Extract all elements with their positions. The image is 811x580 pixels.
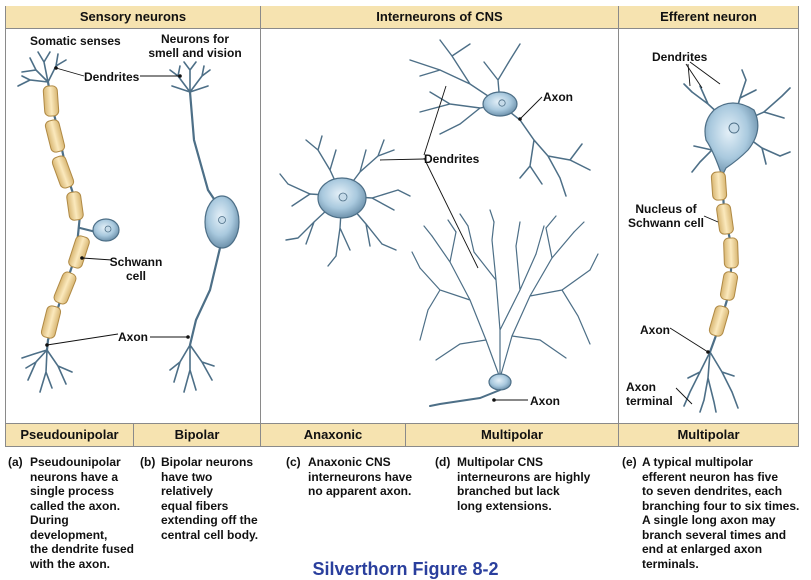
caption-e-text: A typical multipolar efferent neuron has… (642, 455, 800, 571)
footer-pseudounipolar: Pseudounipolar (6, 424, 133, 446)
label-nucleus-schwann-cell: Nucleus of Schwann cell (627, 202, 705, 230)
pseudounipolar-myelin (40, 85, 90, 339)
efferent-soma (704, 102, 759, 178)
label-axon-cns-upper: Axon (543, 90, 573, 104)
purkinje-soma (488, 373, 512, 391)
label-dendrites-sensory: Dendrites (84, 70, 140, 84)
caption-a-text: Pseudounipolar neurons have a single pro… (30, 455, 135, 571)
bipolar-lower-fiber (188, 246, 222, 347)
label-somatic-senses: Somatic senses (30, 34, 121, 48)
label-leader-lines (46, 61, 721, 405)
figure-credit: Silverthorn Figure 8-2 (312, 559, 499, 579)
efferent-myelin (708, 171, 739, 337)
caption-d-letter: (d) (435, 455, 451, 469)
header-bottom-rule (5, 28, 799, 29)
footer-anaxonic: Anaxonic (261, 424, 405, 446)
label-neurons-smell-vision: Neurons for smell and vision (148, 32, 242, 60)
footer-multipolar-cns: Multipolar (406, 424, 618, 446)
caption-d-text: Multipolar CNS interneurons are highly b… (457, 455, 591, 513)
efferent-neuron (683, 69, 791, 413)
label-schwann-cell: Schwann cell (109, 255, 163, 283)
multipolar-cns-upper-axon (499, 103, 591, 197)
label-axon-cns-lower: Axon (530, 394, 560, 408)
footer-multipolar-efferent: Multipolar (619, 424, 798, 446)
footer-top-rule (5, 423, 799, 424)
bipolar-dendrites (169, 61, 211, 93)
efferent-axon-terminals (683, 351, 739, 413)
purkinje-axon (429, 389, 501, 407)
label-axon-efferent: Axon (640, 323, 670, 337)
label-axon-terminal: Axon terminal (626, 380, 673, 408)
bipolar-upper-fiber (188, 90, 220, 207)
multipolar-cns-purkinje-neuron (411, 209, 599, 407)
divider-pseudo-bipolar (133, 424, 134, 447)
pseudounipolar-neuron (17, 51, 120, 393)
caption-b-text: Bipolar neurons have two relatively equa… (161, 455, 259, 542)
caption-b-letter: (b) (140, 455, 156, 469)
header-sensory-neurons: Sensory neurons (6, 6, 260, 28)
label-anchor-dots (45, 66, 710, 402)
multipolar-cns-upper-dendrites (409, 39, 521, 135)
bipolar-axon-terminals (169, 344, 215, 393)
multipolar-cns-upper-neuron (409, 39, 591, 197)
footer-bipolar: Bipolar (134, 424, 260, 446)
bipolar-neuron (169, 61, 240, 393)
divider-cns-efferent (618, 6, 619, 447)
label-axon-sensory: Axon (118, 330, 148, 344)
label-dendrites-cns: Dendrites (424, 152, 480, 166)
pseudounipolar-axon-terminals (21, 349, 73, 393)
caption-e-letter: (e) (622, 455, 637, 469)
caption-c-letter: (c) (286, 455, 301, 469)
caption-c-text: Anaxonic CNS interneurons have no appare… (308, 455, 413, 498)
anaxonic-neuron (279, 135, 411, 267)
caption-a-letter: (a) (8, 455, 23, 469)
purkinje-dendritic-tree (411, 209, 599, 379)
header-efferent-neuron: Efferent neuron (619, 6, 798, 28)
header-interneurons-cns: Interneurons of CNS (261, 6, 618, 28)
label-dendrites-efferent: Dendrites (652, 50, 708, 64)
divider-sensory-cns (260, 6, 261, 447)
divider-anaxonic-multipolar (405, 424, 406, 447)
pseudounipolar-dendrites (17, 51, 67, 87)
